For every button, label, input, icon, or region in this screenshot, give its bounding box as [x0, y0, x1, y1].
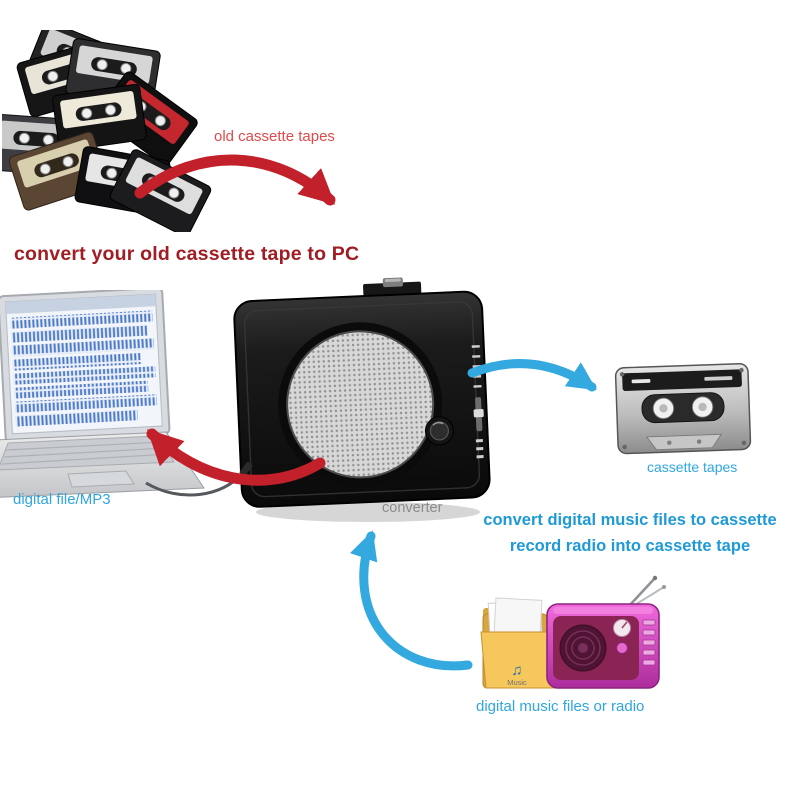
arrow-sources-to-converter	[349, 530, 473, 671]
old-cassettes-pile-image	[2, 30, 212, 232]
mode-switch	[363, 277, 422, 297]
laptop-keyboard	[0, 431, 205, 498]
music-note-icon: ♫	[511, 662, 522, 679]
radio-dial	[613, 619, 631, 637]
converter-image	[233, 277, 491, 522]
cassette-pile	[2, 30, 212, 232]
radio-image	[546, 575, 666, 689]
radio-side-buttons	[642, 619, 656, 666]
radio-speaker	[559, 624, 607, 672]
record-knob	[424, 416, 454, 446]
digital-file-label: digital file/MP3	[13, 491, 111, 508]
converter-shadow	[256, 502, 480, 522]
radio-knob	[616, 642, 628, 654]
convert-digital-line2: record radio into cassette tape	[509, 537, 751, 555]
folder-label: Music	[507, 678, 527, 687]
headline: convert your old cassette tape to PC	[14, 243, 360, 265]
laptop-screen	[0, 290, 171, 443]
cassette-tape-image	[614, 362, 752, 455]
convert-digital-text: convert digital music files to cassette …	[462, 507, 798, 559]
old-cassettes-label: old cassette tapes	[214, 128, 335, 145]
cassette-reels	[652, 396, 714, 420]
converter-label: converter	[382, 500, 443, 516]
digital-music-label: digital music files or radio	[476, 698, 645, 715]
antenna-icon	[627, 575, 666, 608]
cassette-tapes-label: cassette tapes	[647, 459, 738, 475]
laptop-image	[0, 290, 205, 498]
convert-digital-line1: convert digital music files to cassette	[483, 511, 777, 529]
music-folder-icon: ♫ Music	[480, 597, 555, 689]
